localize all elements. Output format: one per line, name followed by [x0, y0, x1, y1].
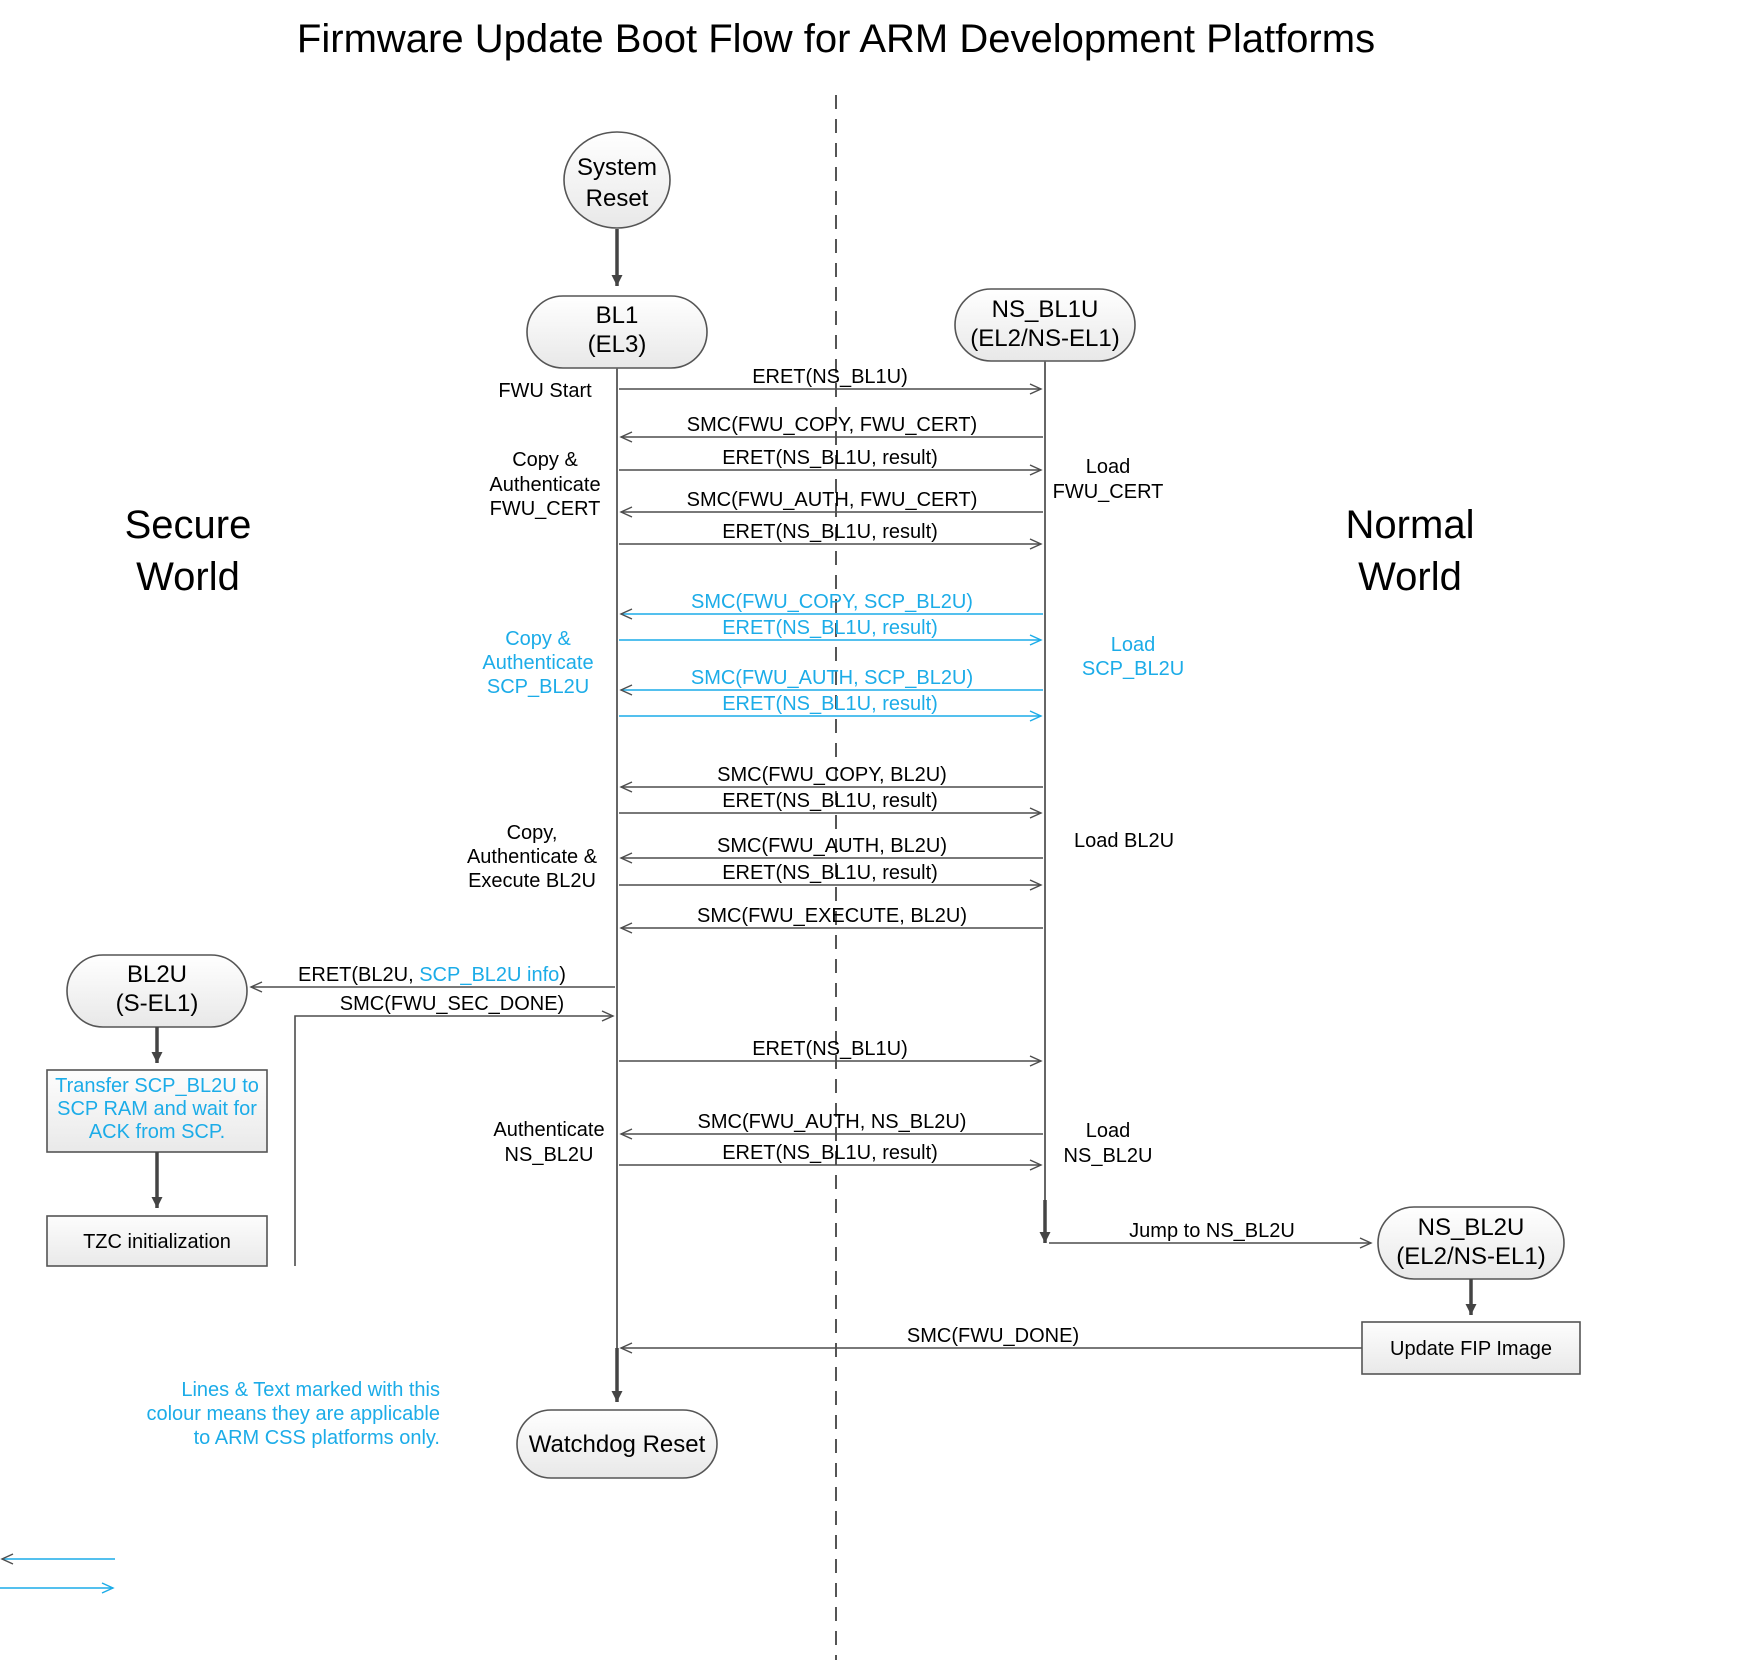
- right-label-load-scp-bl2u-line2: SCP_BL2U: [1082, 658, 1184, 680]
- transfer-note-line2: SCP RAM and wait for: [57, 1098, 257, 1120]
- message-row-m9: ERET(NS_BL1U, result): [619, 693, 1043, 722]
- message-row-m6: SMC(FWU_COPY, SCP_BL2U): [619, 591, 1043, 620]
- message-label-eret-bl2u: ERET(BL2U, SCP_BL2U info): [298, 964, 566, 986]
- transfer-scp-note-box[interactable]: [46, 1069, 268, 1153]
- system-reset-node[interactable]: [563, 131, 671, 229]
- message-label-smc-fwu-sec-done: SMC(FWU_SEC_DONE): [340, 993, 564, 1015]
- message-row-m8: SMC(FWU_AUTH, SCP_BL2U): [619, 667, 1043, 696]
- message-label-m2: SMC(FWU_COPY, FWU_CERT): [687, 414, 977, 436]
- legend-text-line1: Lines & Text marked with this: [181, 1379, 440, 1401]
- right-label-load-scp-bl2u-line1: Load: [1111, 634, 1156, 656]
- left-label-copy-auth-cert-line1: Copy &: [512, 449, 578, 471]
- tzc-initialization-box[interactable]: [46, 1215, 268, 1267]
- page-title: Firmware Update Boot Flow for ARM Develo…: [297, 17, 1375, 61]
- message-row-m10: SMC(FWU_COPY, BL2U): [619, 764, 1043, 793]
- message-label-m13: ERET(NS_BL1U, result): [722, 862, 938, 884]
- arrow-smc-fwu-sec-done: [294, 1010, 615, 1266]
- bl1-label-line1: BL1: [596, 302, 639, 329]
- message-row-m15: ERET(NS_BL1U): [619, 1038, 1043, 1067]
- message-row-m16: SMC(FWU_AUTH, NS_BL2U): [619, 1111, 1043, 1140]
- bl2u-label-line1: BL2U: [127, 961, 187, 988]
- message-label-m14: SMC(FWU_EXECUTE, BL2U): [697, 905, 967, 927]
- left-label-copy-auth-exec-line3: Execute BL2U: [468, 870, 596, 892]
- bl2u-label-line2: (S-EL1): [116, 990, 199, 1017]
- system-reset-label-line1: System: [577, 154, 657, 181]
- eret-bl2u-part-a: ERET(BL2U,: [298, 964, 419, 986]
- tzc-initialization-label: TZC initialization: [83, 1231, 231, 1253]
- left-label-copy-auth-scp-line2: Authenticate: [482, 652, 593, 674]
- legend-text-line2: colour means they are applicable: [146, 1403, 440, 1425]
- left-label-auth-ns-bl2u-line2: NS_BL2U: [505, 1144, 594, 1166]
- message-row-smc-fwu-sec-done: SMC(FWU_SEC_DONE): [294, 993, 615, 1266]
- message-row-m7: ERET(NS_BL1U, result): [619, 617, 1043, 646]
- message-row-m3: ERET(NS_BL1U, result): [619, 447, 1043, 476]
- bl1-label-line2: (EL3): [588, 331, 647, 358]
- ns-bl2u-label-line2: (EL2/NS-EL1): [1396, 1243, 1545, 1270]
- message-row-m18: SMC(FWU_DONE): [619, 1325, 1362, 1354]
- message-label-m4: SMC(FWU_AUTH, FWU_CERT): [687, 489, 978, 511]
- right-label-load-fwu-cert-line1: Load: [1086, 456, 1131, 478]
- message-row-m17: ERET(NS_BL1U, result): [619, 1142, 1043, 1171]
- message-label-m5: ERET(NS_BL1U, result): [722, 521, 938, 543]
- left-label-copy-auth-cert-line2: Authenticate: [489, 474, 600, 496]
- legend-text-line3: to ARM CSS platforms only.: [194, 1427, 440, 1449]
- left-label-copy-auth-scp-line1: Copy &: [505, 628, 571, 650]
- normal-world-label-line2: World: [1358, 555, 1462, 599]
- update-fip-image-label: Update FIP Image: [1390, 1338, 1552, 1360]
- transfer-note-line3: ACK from SCP.: [89, 1121, 225, 1143]
- message-row-m1: ERET(NS_BL1U): [619, 366, 1043, 395]
- message-label-m18: SMC(FWU_DONE): [907, 1325, 1079, 1347]
- update-fip-image-box[interactable]: [1361, 1321, 1581, 1375]
- watchdog-reset-label: Watchdog Reset: [529, 1431, 706, 1458]
- message-label-m10: SMC(FWU_COPY, BL2U): [717, 764, 947, 786]
- right-label-load-bl2u: Load BL2U: [1074, 830, 1174, 852]
- normal-world-label-line1: Normal: [1346, 503, 1475, 547]
- eret-bl2u-part-b: SCP_BL2U info: [419, 964, 559, 986]
- left-label-copy-auth-cert-line3: FWU_CERT: [490, 498, 601, 520]
- ns-bl1u-label-line1: NS_BL1U: [992, 296, 1099, 323]
- message-label-m6: SMC(FWU_COPY, SCP_BL2U): [691, 591, 973, 613]
- secure-world-label-line2: World: [136, 555, 240, 599]
- watchdog-reset-node[interactable]: [516, 1409, 718, 1479]
- right-label-load-ns-bl2u-line2: NS_BL2U: [1064, 1145, 1153, 1167]
- message-label-m1: ERET(NS_BL1U): [752, 366, 908, 388]
- message-row-m4: SMC(FWU_AUTH, FWU_CERT): [619, 489, 1043, 518]
- ns-bl2u-label-line1: NS_BL2U: [1418, 1214, 1525, 1241]
- message-row-m13: ERET(NS_BL1U, result): [619, 862, 1043, 891]
- message-row-m12: SMC(FWU_AUTH, BL2U): [619, 835, 1043, 864]
- message-label-m17: ERET(NS_BL1U, result): [722, 1142, 938, 1164]
- left-label-auth-ns-bl2u-line1: Authenticate: [493, 1119, 604, 1141]
- left-label-copy-auth-exec-line1: Copy,: [507, 822, 558, 844]
- message-row-m11: ERET(NS_BL1U, result): [619, 790, 1043, 819]
- system-reset-label-line2: Reset: [586, 185, 649, 212]
- message-row-eret-bl2u: ERET(BL2U, SCP_BL2U info): [249, 964, 615, 993]
- message-label-m3: ERET(NS_BL1U, result): [722, 447, 938, 469]
- message-label-m9: ERET(NS_BL1U, result): [722, 693, 938, 715]
- message-label-m11: ERET(NS_BL1U, result): [722, 790, 938, 812]
- message-label-m12: SMC(FWU_AUTH, BL2U): [717, 835, 947, 857]
- left-label-copy-auth-scp-line3: SCP_BL2U: [487, 676, 589, 698]
- message-label-m15: ERET(NS_BL1U): [752, 1038, 908, 1060]
- message-label-m8: SMC(FWU_AUTH, SCP_BL2U): [691, 667, 973, 689]
- transfer-note-line1: Transfer SCP_BL2U to: [55, 1075, 259, 1097]
- message-row-m2: SMC(FWU_COPY, FWU_CERT): [619, 414, 1043, 443]
- message-label-m16: SMC(FWU_AUTH, NS_BL2U): [698, 1111, 967, 1133]
- eret-bl2u-part-c: ): [559, 964, 566, 986]
- message-row-m14: SMC(FWU_EXECUTE, BL2U): [619, 905, 1043, 934]
- left-label-copy-auth-exec-line2: Authenticate &: [467, 846, 598, 868]
- secure-world-label-line1: Secure: [125, 503, 252, 547]
- message-row-m5: ERET(NS_BL1U, result): [619, 521, 1043, 550]
- message-label-m7: ERET(NS_BL1U, result): [722, 617, 938, 639]
- left-label-fwu-start: FWU Start: [498, 380, 592, 402]
- right-label-load-fwu-cert-line2: FWU_CERT: [1053, 481, 1164, 503]
- right-label-load-ns-bl2u-line1: Load: [1086, 1120, 1131, 1142]
- message-label-jump-to-ns-bl2u: Jump to NS_BL2U: [1129, 1220, 1295, 1242]
- ns-bl1u-label-line2: (EL2/NS-EL1): [970, 325, 1119, 352]
